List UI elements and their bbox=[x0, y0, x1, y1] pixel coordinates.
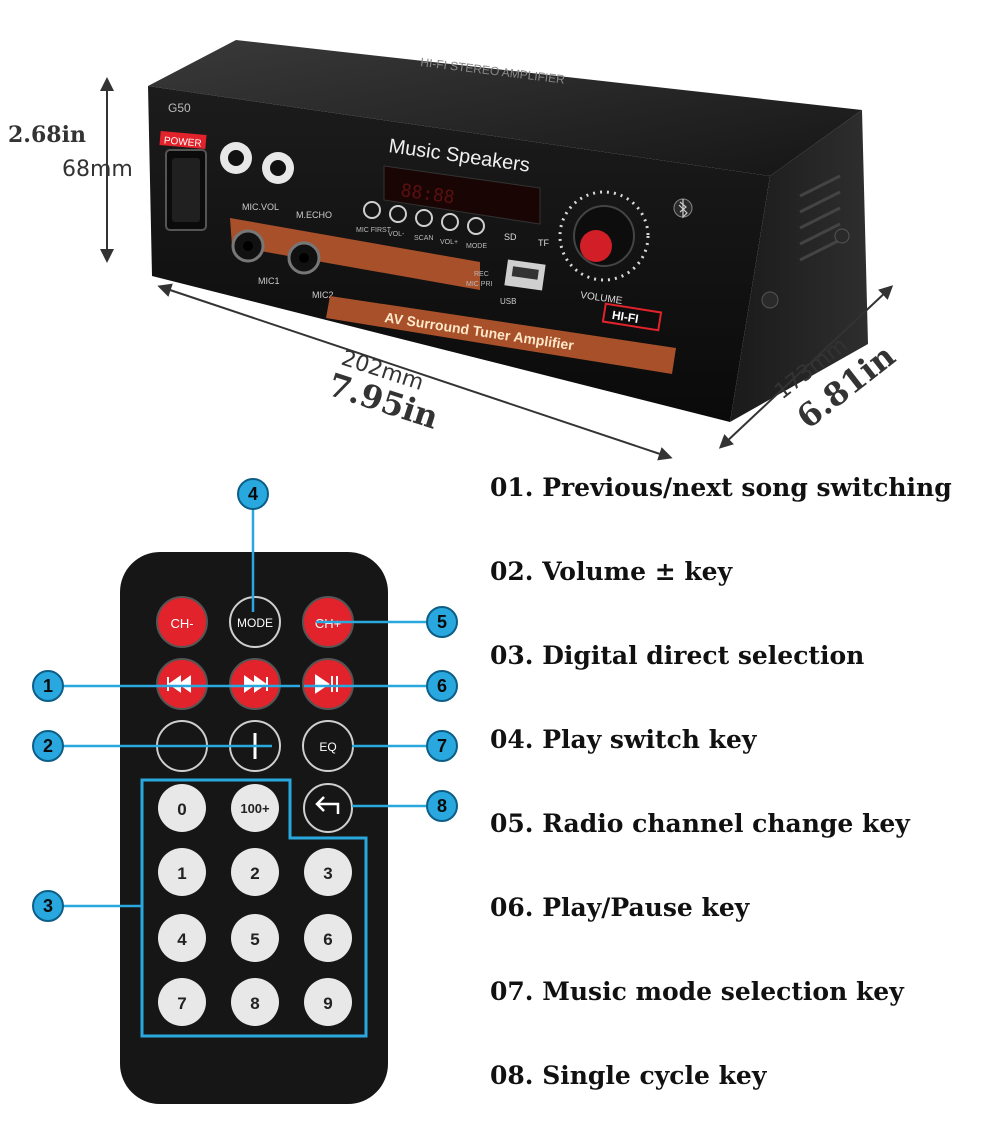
feature-item: 02. Volume ± key bbox=[490, 557, 733, 586]
amplifier-body: HI-FI STEREO AMPLIFIER G50 POWER MIC.VOL… bbox=[148, 40, 868, 422]
next-button[interactable] bbox=[229, 658, 281, 710]
amplifier-illustration: 2.68in 68mm HI-FI STEREO AMPLIFIER G50 P… bbox=[8, 40, 902, 461]
rec-label: REC bbox=[474, 271, 489, 278]
height-in-label: 2.68in bbox=[8, 122, 86, 148]
svg-text:0: 0 bbox=[177, 800, 186, 819]
digit-1-button[interactable]: 1 bbox=[158, 848, 206, 896]
svg-text:7: 7 bbox=[177, 994, 186, 1013]
svg-text:CH+: CH+ bbox=[315, 616, 341, 631]
svg-text:5: 5 bbox=[250, 930, 259, 949]
digit-3-button[interactable]: 3 bbox=[304, 848, 352, 896]
amp-button-label: VOL+ bbox=[440, 239, 458, 246]
svg-text:EQ: EQ bbox=[319, 740, 336, 754]
callout-6: 6 bbox=[426, 670, 458, 702]
svg-text:6: 6 bbox=[323, 930, 332, 949]
svg-text:4: 4 bbox=[248, 484, 258, 504]
callout-8: 8 bbox=[426, 790, 458, 822]
feature-item: 04. Play switch key bbox=[490, 725, 757, 754]
height-dimension: 2.68in 68mm bbox=[8, 77, 133, 263]
mic-pri-label: MIC PRI bbox=[466, 281, 493, 288]
svg-text:MODE: MODE bbox=[237, 616, 273, 630]
feature-item: 07. Music mode selection key bbox=[490, 977, 904, 1006]
callout-1: 1 bbox=[32, 670, 64, 702]
amp-button-mic-first[interactable] bbox=[363, 201, 381, 219]
svg-text:8: 8 bbox=[437, 796, 447, 816]
height-mm-label: 68mm bbox=[62, 157, 133, 182]
single-cycle-button[interactable] bbox=[303, 783, 353, 833]
svg-text:100+: 100+ bbox=[240, 801, 270, 816]
amp-button-label: MODE bbox=[466, 243, 487, 250]
callout-2: 2 bbox=[32, 730, 64, 762]
callout-5: 5 bbox=[426, 606, 458, 638]
svg-text:5: 5 bbox=[437, 612, 447, 632]
feature-item: 08. Single cycle key bbox=[490, 1061, 767, 1090]
amp-button-label: MIC FIRST bbox=[356, 227, 392, 234]
volume-knob[interactable] bbox=[580, 230, 612, 262]
digit-7-button[interactable]: 7 bbox=[158, 978, 206, 1026]
next-icon bbox=[244, 675, 268, 693]
svg-text:3: 3 bbox=[43, 896, 53, 916]
digit-0-button[interactable]: 0 bbox=[158, 784, 206, 832]
usb-label: USB bbox=[500, 297, 516, 306]
amp-button-mode[interactable] bbox=[467, 217, 485, 235]
ch-minus-button[interactable]: CH- bbox=[156, 596, 208, 648]
digit-6-button[interactable]: 6 bbox=[304, 914, 352, 962]
svg-text:CH-: CH- bbox=[170, 616, 193, 631]
mic-vol-label: MIC.VOL bbox=[242, 202, 279, 212]
callout-7: 7 bbox=[426, 730, 458, 762]
bluetooth-icon bbox=[673, 198, 693, 219]
callout-4: 4 bbox=[237, 478, 269, 510]
return-icon bbox=[315, 796, 340, 814]
amp-button-vol-minus[interactable] bbox=[389, 205, 407, 223]
previous-button[interactable] bbox=[156, 658, 208, 710]
play-pause-button[interactable] bbox=[302, 658, 354, 710]
svg-text:8: 8 bbox=[250, 994, 259, 1013]
svg-text:2: 2 bbox=[43, 736, 53, 756]
power-label: POWER bbox=[163, 135, 202, 149]
eq-button[interactable]: EQ bbox=[302, 720, 354, 772]
amp-button-vol-plus[interactable] bbox=[441, 213, 459, 231]
digit-9-button[interactable]: 9 bbox=[304, 978, 352, 1026]
callout-3: 3 bbox=[32, 890, 64, 922]
amp-top-face bbox=[148, 40, 862, 176]
svg-text:1: 1 bbox=[43, 676, 53, 696]
feature-item: 06. Play/Pause key bbox=[490, 893, 750, 922]
svg-text:7: 7 bbox=[437, 736, 447, 756]
feature-item: 01. Previous/next song switching bbox=[490, 473, 952, 502]
play-pause-icon bbox=[315, 674, 338, 694]
mic1-label: MIC1 bbox=[258, 276, 280, 286]
svg-text:4: 4 bbox=[177, 930, 187, 949]
digit-5-button[interactable]: 5 bbox=[231, 914, 279, 962]
digit-2-button[interactable]: 2 bbox=[231, 848, 279, 896]
model-label: G50 bbox=[168, 101, 191, 115]
feature-item: 03. Digital direct selection bbox=[490, 641, 865, 670]
amp-button-label: VOL- bbox=[388, 231, 405, 238]
digit-4-button[interactable]: 4 bbox=[158, 914, 206, 962]
svg-text:2: 2 bbox=[250, 864, 259, 883]
svg-text:1: 1 bbox=[177, 864, 186, 883]
digit-8-button[interactable]: 8 bbox=[231, 978, 279, 1026]
mic-echo-label: M.ECHO bbox=[296, 210, 332, 220]
amp-button-label: SCAN bbox=[414, 235, 433, 242]
svg-text:6: 6 bbox=[437, 676, 447, 696]
svg-text:3: 3 bbox=[323, 864, 332, 883]
svg-text:SD: SD bbox=[504, 232, 517, 242]
hundred-plus-button[interactable]: 100+ bbox=[231, 784, 279, 832]
svg-text:9: 9 bbox=[323, 994, 332, 1013]
feature-item: 05. Radio channel change key bbox=[490, 809, 910, 838]
remote-illustration: CH- MODE CH+ EQ 0 100+ bbox=[32, 478, 458, 1104]
amp-button-scan[interactable] bbox=[415, 209, 433, 227]
digit-selection-outline bbox=[140, 778, 368, 1038]
feature-list: 01. Previous/next song switching 02. Vol… bbox=[490, 468, 995, 1140]
mode-button[interactable]: MODE bbox=[229, 596, 281, 648]
previous-icon bbox=[167, 675, 191, 693]
tf-label: TF bbox=[538, 238, 549, 248]
